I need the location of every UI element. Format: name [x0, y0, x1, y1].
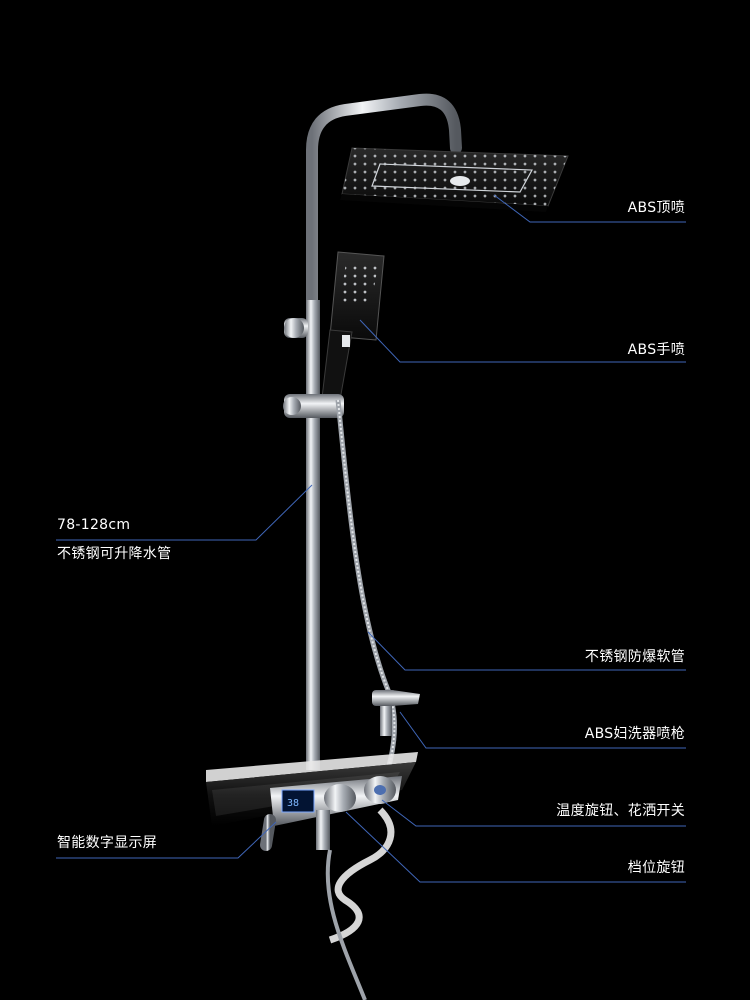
coiled-bidet-hose	[328, 807, 395, 944]
leader-hand-spray	[359, 319, 686, 363]
thermostatic-panel: 38	[206, 752, 418, 826]
leader-temp-knob	[381, 799, 686, 827]
slide-bar	[306, 300, 320, 770]
top-shower-head	[340, 147, 569, 212]
bidet-spray-gun	[372, 690, 420, 736]
label-hose: 不锈钢防爆软管	[584, 649, 685, 665]
leader-gear-knob	[345, 811, 686, 883]
leader-hose	[367, 631, 686, 671]
stainless-hose	[335, 399, 397, 792]
label-digital-display: 智能数字显示屏	[57, 835, 158, 851]
lower-hose	[325, 849, 367, 1000]
leader-display	[56, 821, 277, 859]
spout	[260, 814, 276, 851]
label-gear-knob: 档位旋钮	[627, 860, 685, 876]
leader-lines	[56, 194, 686, 883]
hand-shower	[321, 251, 385, 401]
label-abs-hand-spray: ABS手喷	[627, 342, 685, 358]
label-bidet-spray-gun: ABS妇洗器喷枪	[584, 726, 685, 742]
hand-shower-holder	[283, 394, 344, 418]
leader-bidet	[399, 711, 686, 749]
shower-arm	[306, 93, 462, 476]
wall-bracket	[284, 318, 308, 338]
label-temp-knob-switch: 温度旋钮、花洒开关	[556, 803, 685, 819]
leader-top-spray	[493, 194, 686, 223]
label-abs-top-spray: ABS顶喷	[627, 200, 685, 216]
svg-text:38: 38	[287, 798, 299, 809]
leader-pipe	[56, 484, 313, 541]
label-pipe-desc: 不锈钢可升降水管	[57, 546, 172, 562]
label-pipe-size: 78-128cm	[57, 517, 131, 533]
bottom-connector	[316, 810, 330, 850]
